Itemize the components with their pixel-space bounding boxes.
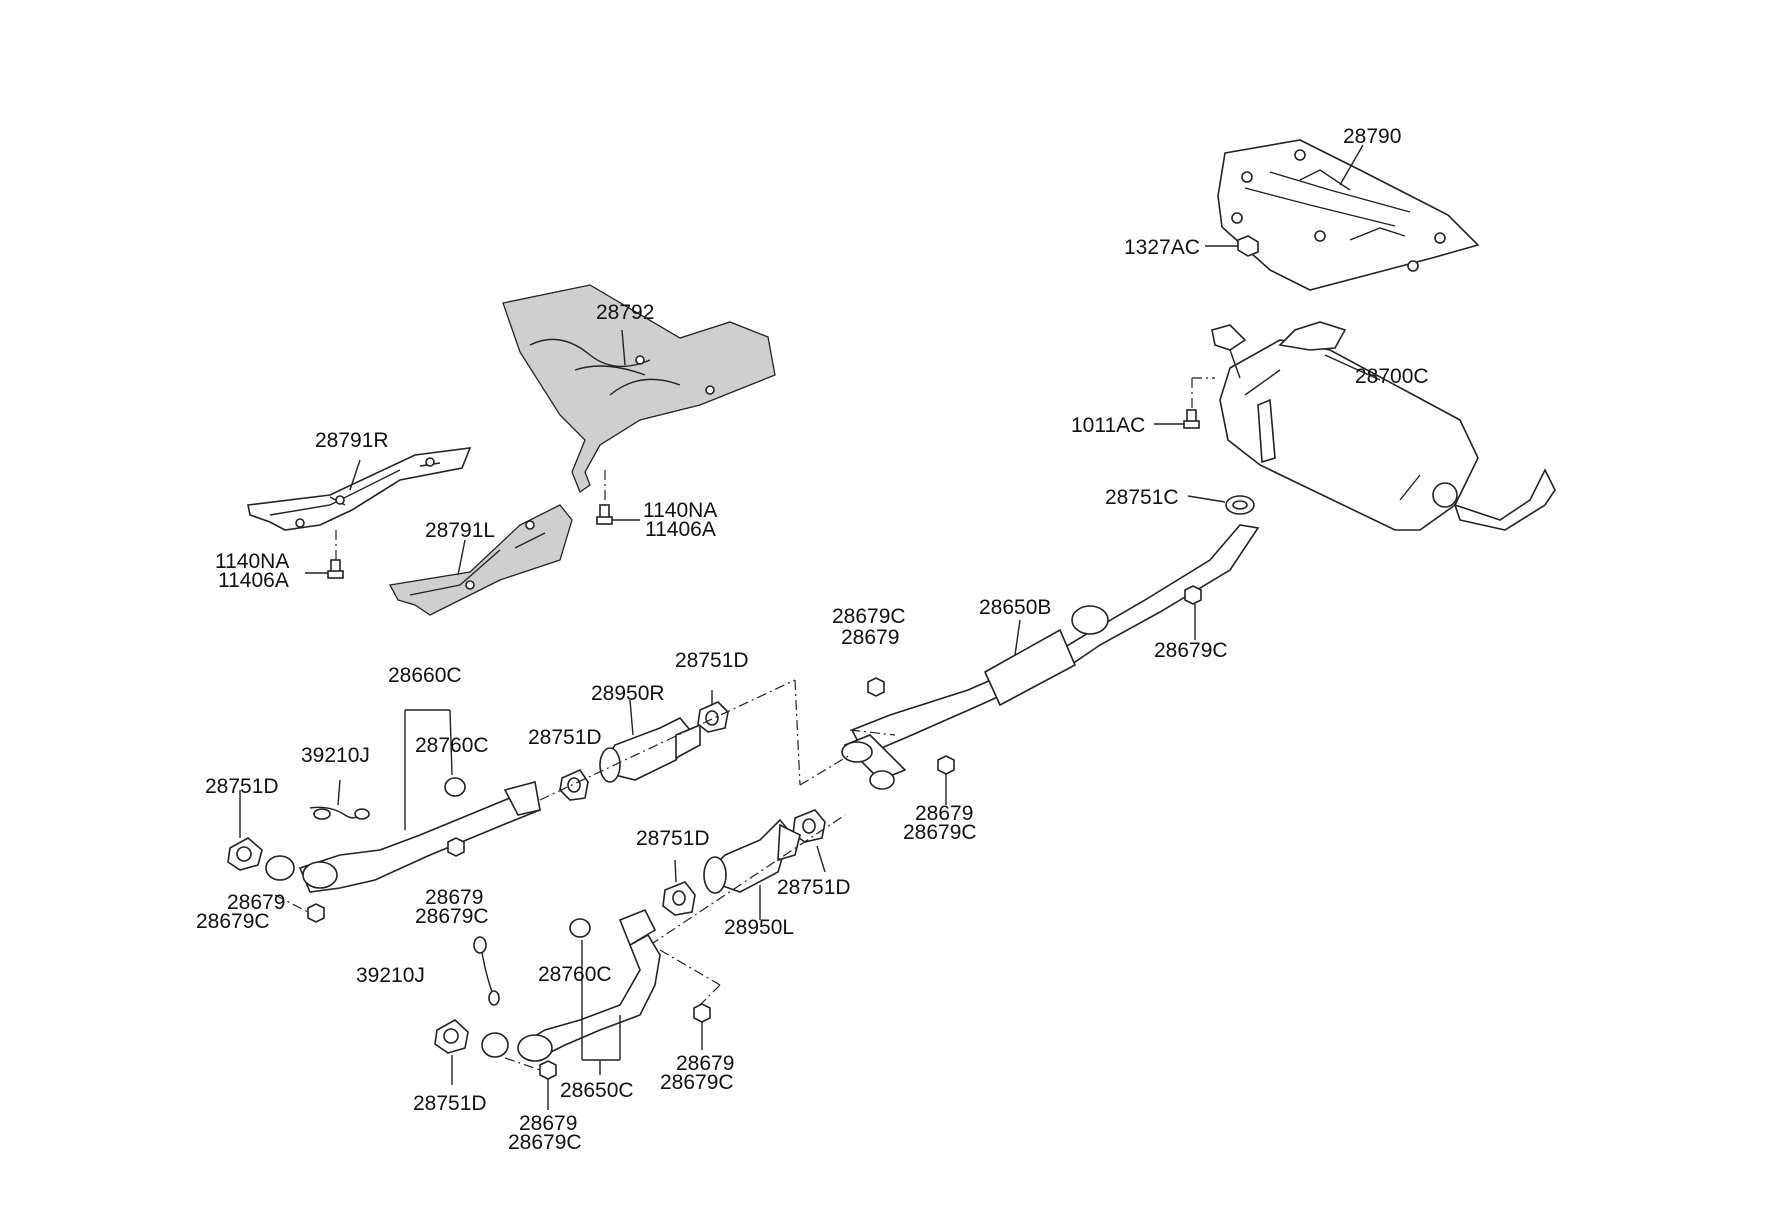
label-28751D-lower-mid: 28751D xyxy=(636,827,710,850)
gasket-28751C xyxy=(1225,495,1255,515)
label-39210J-lower: 39210J xyxy=(356,964,425,987)
label-28751D-right: 28751D xyxy=(777,876,851,899)
label-1011AC: 1011AC xyxy=(1071,414,1146,437)
bolt-1140NA-left xyxy=(327,559,344,579)
label-28751D-bottom: 28751D xyxy=(413,1092,487,1115)
label-28679C-upper-pipe: 28679C xyxy=(415,905,489,928)
heat-protector-28790 xyxy=(1217,139,1480,291)
label-28650B: 28650B xyxy=(979,596,1052,619)
muffler-28700C xyxy=(1219,321,1556,531)
label-28751D-left: 28751D xyxy=(205,775,279,798)
label-28679-bottom-right: 28679 xyxy=(676,1052,735,1075)
label-28760C-upper: 28760C xyxy=(415,734,489,757)
label-28950L: 28950L xyxy=(724,916,795,939)
label-28679-mid: 28679 xyxy=(915,802,974,825)
gasket-28751D-e xyxy=(662,881,696,916)
nut-28679-mid xyxy=(937,755,955,775)
label-28679C-left: 28679C xyxy=(196,910,270,933)
gasket-28751D-c xyxy=(697,701,729,733)
muffler-hanger xyxy=(1211,324,1247,379)
label-1327AC: 1327AC xyxy=(1124,236,1200,259)
label-28679-upper-pipe: 28679 xyxy=(425,886,484,909)
label-28791R: 28791R xyxy=(315,429,389,452)
o2-sensor-39210J-a xyxy=(309,806,370,820)
gasket-28751D-f xyxy=(434,1019,469,1054)
label-28679-top: 28679 xyxy=(841,626,900,649)
label-39210J-upper: 39210J xyxy=(301,744,370,767)
heat-protector-28792 xyxy=(502,284,776,494)
front-pipe-28650C xyxy=(481,908,661,1062)
label-28679C-right: 28679C xyxy=(1154,639,1228,662)
label-28790: 28790 xyxy=(1343,125,1402,148)
nut-28679-l1 xyxy=(307,903,325,923)
label-28679C-bottom: 28679C xyxy=(508,1131,582,1154)
label-28650C: 28650C xyxy=(560,1079,634,1102)
label-1140NA-center: 1140NA xyxy=(643,499,718,522)
heat-protector-28791R xyxy=(247,447,472,531)
bolt-1140NA-center xyxy=(596,504,613,525)
label-28751D-top: 28751D xyxy=(675,649,749,672)
nut-28679-l2 xyxy=(447,837,465,857)
nut-28679-b2 xyxy=(693,1003,711,1023)
gasket-28751D-b xyxy=(559,768,589,801)
converter-28950R xyxy=(599,717,701,783)
nut-28679-right xyxy=(1184,585,1202,605)
label-28660C: 28660C xyxy=(388,664,462,687)
label-28760C-lower: 28760C xyxy=(538,963,612,986)
label-28679C-mid: 28679C xyxy=(903,821,977,844)
label-28751C: 28751C xyxy=(1105,486,1179,509)
label-11406A-center: 11406A xyxy=(645,518,716,541)
label-28700C: 28700C xyxy=(1355,365,1429,388)
label-28792: 28792 xyxy=(596,301,655,324)
heat-protector-28791L xyxy=(388,504,573,616)
label-28791L: 28791L xyxy=(425,519,496,542)
label-28679C-top: 28679C xyxy=(832,605,906,628)
converter-28950L xyxy=(703,818,801,894)
label-28751D-mid: 28751D xyxy=(528,726,602,749)
nut-1327AC xyxy=(1237,235,1259,257)
nut-28679-top xyxy=(867,677,885,697)
o2-sensor-39210J-b xyxy=(473,936,500,1006)
front-pipe-28660C xyxy=(265,777,542,893)
center-pipe-28650B xyxy=(841,524,1260,790)
label-28950R: 28950R xyxy=(591,682,665,705)
label-28679C-bottom-right: 28679C xyxy=(660,1071,734,1094)
nut-28679-b1 xyxy=(539,1060,557,1080)
label-28679-left: 28679 xyxy=(227,891,286,914)
label-1140NA-left: 1140NA xyxy=(215,550,290,573)
bolt-1011AC xyxy=(1183,409,1200,429)
label-11406A-left: 11406A xyxy=(218,569,289,592)
gasket-28751D-a xyxy=(227,837,263,871)
label-28679-bottom: 28679 xyxy=(519,1112,578,1135)
